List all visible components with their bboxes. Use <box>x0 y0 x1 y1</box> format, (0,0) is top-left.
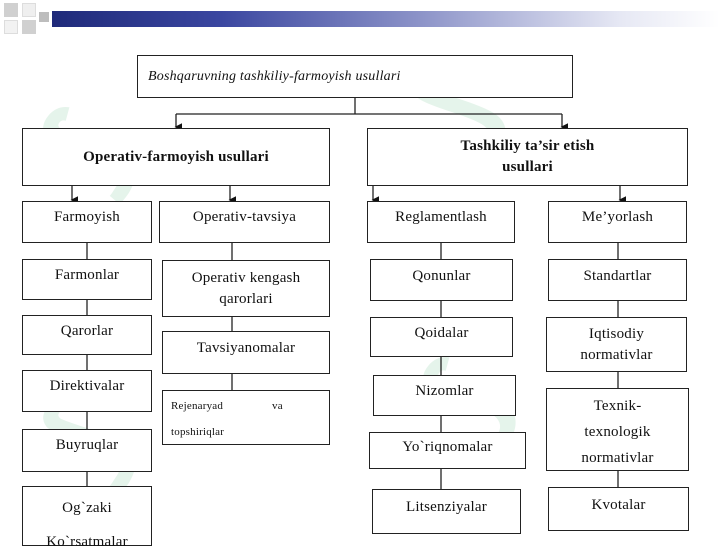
node-farmoyish: Farmoyish <box>22 201 152 243</box>
branch-node-operativ-farmoyish: Operativ-farmoyish usullari <box>22 128 330 186</box>
node-direktivalar: Direktivalar <box>22 370 152 412</box>
node-rejenaryad-topshiriqlar: Rejenaryad va topshiriqlar <box>162 390 330 445</box>
node-label: Texnik-texnologik normativlar <box>581 398 654 466</box>
node-label: Rejenaryad va topshiriqlar <box>171 400 283 438</box>
header-square <box>22 3 36 17</box>
node-reglamentlash: Reglamentlash <box>367 201 515 243</box>
node-yoriqnomalar: Yo`riqnomalar <box>369 432 526 469</box>
node-label: Operativ kengash qarorlari <box>191 269 301 307</box>
node-litsenziyalar: Litsenziyalar <box>372 489 521 534</box>
slide-header-bar <box>0 0 720 42</box>
node-qarorlar: Qarorlar <box>22 315 152 355</box>
node-meyorlash: Me’yorlash <box>548 201 687 243</box>
branch-node-label: Tashkiliy ta’sir etish usullari <box>460 138 595 175</box>
node-label: Og`zaki Ko`rsatmalar <box>46 500 128 550</box>
node-iqtisodiy-normativlar: Iqtisodiy normativlar <box>546 317 687 372</box>
node-nizomlar: Nizomlar <box>373 375 516 416</box>
header-square <box>22 20 36 34</box>
node-standartlar: Standartlar <box>548 259 687 301</box>
node-buyruqlar: Buyruqlar <box>22 429 152 472</box>
node-label: Iqtisodiy normativlar <box>580 325 653 363</box>
root-node: Boshqaruvning tashkiliy-farmoyish usulla… <box>137 55 573 98</box>
node-kvotalar: Kvotalar <box>548 487 689 531</box>
header-square <box>4 20 18 34</box>
branch-node-tashkiliy-tasir: Tashkiliy ta’sir etish usullari <box>367 128 688 186</box>
node-qonunlar: Qonunlar <box>370 259 513 301</box>
header-gradient-stripe <box>52 11 720 27</box>
header-square <box>4 3 18 17</box>
node-tavsiyanomalar: Tavsiyanomalar <box>162 331 330 374</box>
node-operativ-tavsiya: Operativ-tavsiya <box>159 201 330 243</box>
header-square <box>39 12 49 22</box>
node-texnik-texnologik-normativlar: Texnik-texnologik normativlar <box>546 388 689 471</box>
node-farmonlar: Farmonlar <box>22 259 152 300</box>
node-operativ-kengash-qarorlari: Operativ kengash qarorlari <box>162 260 330 317</box>
node-ogzaki-korsatmalar: Og`zaki Ko`rsatmalar <box>22 486 152 550</box>
node-qoidalar: Qoidalar <box>370 317 513 357</box>
